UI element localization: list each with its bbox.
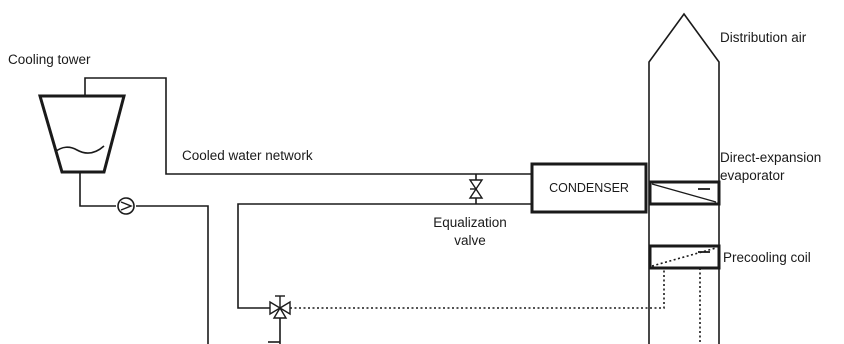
tower-supply-pipe <box>79 172 116 207</box>
dx-evaporator-coil <box>648 180 721 206</box>
cooling-tower-label: Cooling tower <box>8 52 91 67</box>
equalization-valve-icon <box>468 179 484 199</box>
dx-evaporator-label: Direct-expansion <box>720 150 821 165</box>
equalization-valve-label: Equalization <box>433 215 507 230</box>
precooling-coil <box>648 244 721 270</box>
dx-evaporator-label-2: evaporator <box>720 168 785 183</box>
tower-return-pipe <box>84 77 532 175</box>
precooling-coil-label: Precooling coil <box>723 250 811 265</box>
condenser-box <box>530 162 648 214</box>
condenser-label: CONDENSER <box>549 181 629 195</box>
equalization-valve-label-2: valve <box>454 233 486 248</box>
air-duct <box>648 12 720 344</box>
pump-icon <box>117 197 135 215</box>
precooling-coil-connections <box>290 268 701 344</box>
cooled-water-network-label: Cooled water network <box>182 148 313 163</box>
pipe-network <box>79 77 532 344</box>
three-way-valve-icon <box>269 295 291 319</box>
pump-discharge-pipe <box>136 205 209 344</box>
cooling-tower <box>38 94 126 174</box>
condenser-return-pipe <box>237 203 532 309</box>
distribution-air-label: Distribution air <box>720 30 807 45</box>
